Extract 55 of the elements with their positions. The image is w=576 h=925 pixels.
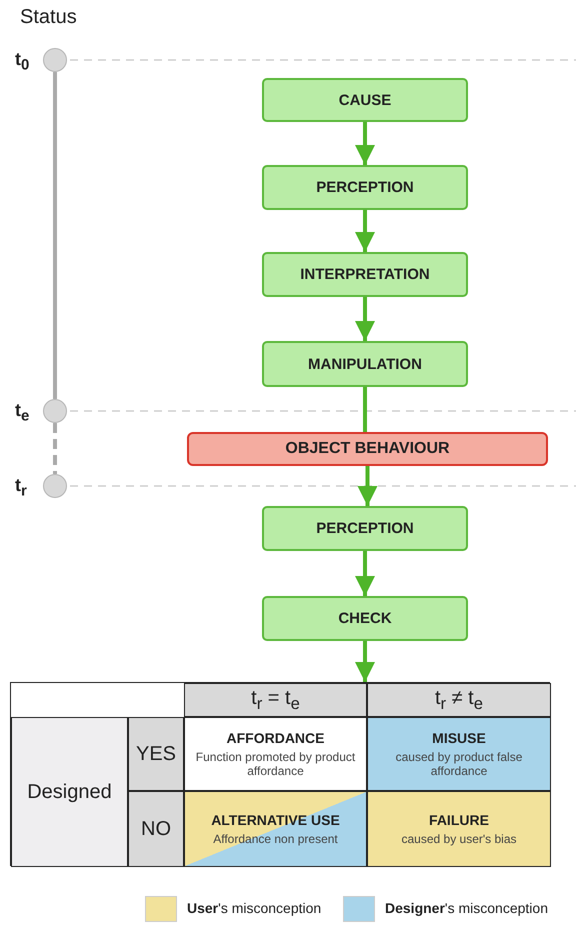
node-label: PERCEPTION	[316, 179, 414, 196]
cell-text: Function promoted by product affordance	[194, 750, 356, 778]
process-box	[262, 341, 468, 387]
behaviour-box	[187, 432, 548, 466]
node-label: NO	[141, 818, 171, 840]
time-label: t$_{r}$	[15, 475, 27, 500]
connector-line	[53, 423, 57, 474]
process-box	[262, 78, 468, 122]
table-cell	[367, 717, 551, 791]
cell-text: caused by user's bias	[401, 832, 517, 846]
node-label: t$_{r}$ ≠ t$_{e}$	[434, 686, 484, 714]
connector-line	[53, 72, 57, 399]
cell-heading: AFFORDANCE	[226, 730, 324, 746]
arrow	[355, 122, 375, 165]
table-cell	[184, 791, 367, 867]
table-cell	[184, 717, 367, 791]
arrow	[355, 297, 375, 341]
process-box	[262, 596, 468, 641]
row-header-cell	[128, 717, 184, 791]
arrow	[358, 466, 378, 506]
cell-text: caused by product false affordance	[394, 750, 524, 778]
arrow	[355, 210, 375, 252]
time-label: t$_{e}$	[15, 400, 30, 425]
node-label: t$_{r}$ = t$_{e}$	[251, 686, 300, 714]
row-header-cell	[128, 791, 184, 867]
cell-text: Affordance non present	[213, 832, 338, 846]
time-label: t$_{0}$	[15, 49, 30, 74]
node-label: YES	[136, 742, 176, 766]
title: Status	[20, 6, 77, 29]
arrow	[355, 641, 375, 682]
process-box	[262, 506, 468, 551]
arrow	[355, 551, 375, 596]
legend-label: Designer's misconception	[385, 900, 548, 916]
outcome-table	[10, 682, 550, 866]
cell-heading: ALTERNATIVE USE	[211, 812, 340, 828]
timeline-circle	[43, 48, 67, 72]
process-box	[262, 252, 468, 297]
connector-line	[363, 387, 367, 432]
timeline-circle	[43, 474, 67, 498]
row-header-cell	[11, 717, 128, 867]
header-cell	[367, 683, 551, 717]
process-box	[262, 165, 468, 210]
cell-heading: MISUSE	[432, 730, 486, 746]
node-label: Designed	[27, 780, 112, 804]
node-label: MANIPULATION	[308, 356, 422, 372]
header-cell	[184, 683, 367, 717]
table-cell	[367, 791, 551, 867]
node-label: CAUSE	[338, 92, 392, 108]
timeline-circle	[43, 399, 67, 423]
node-label: OBJECT BEHAVIOUR	[285, 440, 450, 458]
legend-label: User's misconception	[187, 900, 322, 916]
cell-heading: FAILURE	[429, 812, 489, 828]
node-label: INTERPRETATION	[300, 266, 430, 283]
node-label: CHECK	[338, 610, 392, 627]
node-label: PERCEPTION	[316, 520, 414, 537]
